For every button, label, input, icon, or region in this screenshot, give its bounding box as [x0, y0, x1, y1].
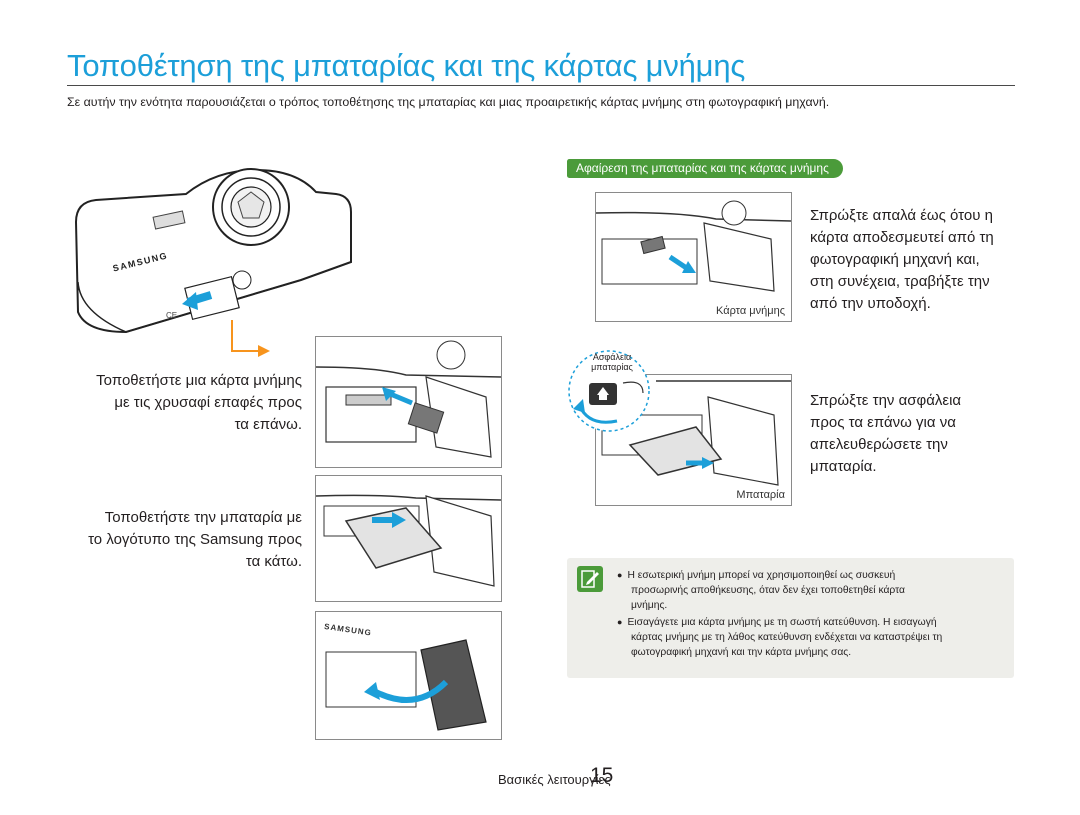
card-text-line5: από την υποδοχή. [810, 295, 931, 312]
note-pencil-icon [577, 566, 603, 592]
step-insert-card: Τοποθετήστε μια κάρτα μνήμης με τις χρυσ… [40, 370, 302, 436]
card-text-line3: φωτογραφική μηχανή και, [810, 251, 980, 268]
removal-heading: Αφαίρεση της μπαταρίας και της κάρτας μν… [567, 159, 843, 178]
intro-paragraph: Σε αυτήν την ενότητα παρουσιάζεται ο τρό… [67, 95, 830, 109]
orange-arrow-icon [231, 320, 270, 357]
title-divider [67, 85, 1015, 86]
figure-close-cover: SAMSUNG [315, 611, 502, 740]
card-text-line1: Σπρώξτε απαλά έως ότου η [810, 207, 993, 224]
svg-text:CE: CE [166, 311, 177, 320]
note-list: ●Η εσωτερική μνήμη μπορεί να χρησιμοποιη… [617, 568, 1012, 660]
step1-line1: Τοποθετήστε μια κάρτα μνήμης [96, 372, 302, 389]
figure-insert-card [315, 336, 502, 468]
step2-line2: το λογότυπο της Samsung προς [88, 531, 302, 548]
battery-lock-zoom [568, 350, 650, 432]
note2-line3: φωτογραφική μηχανή και την κάρτα μνήμης … [631, 647, 852, 658]
note2-line1: Εισαγάγετε μια κάρτα μνήμης με τη σωστή … [627, 617, 937, 628]
battery-text-line3: απελευθερώσετε την [810, 436, 948, 453]
note-item-2: ●Εισαγάγετε μια κάρτα μνήμης με τη σωστή… [617, 615, 1012, 660]
page-number: 15 [590, 764, 614, 787]
battery-text-line1: Σπρώξτε την ασφάλεια [810, 392, 962, 409]
step2-line1: Τοποθετήστε την μπαταρία με [104, 509, 302, 526]
note-box [567, 558, 1014, 678]
camera-bottom-illustration: SAMSUNG CE [74, 168, 352, 334]
step-remove-card: Σπρώξτε απαλά έως ότου η κάρτα αποδεσμευ… [810, 205, 1020, 315]
card-text-line4: στη συνέχεια, τραβήξτε την [810, 273, 990, 290]
footer-section-label: Βασικές λειτουργίες [498, 772, 611, 787]
lock-label: Ασφάλεια μπαταρίας [590, 352, 634, 372]
svg-text:SAMSUNG: SAMSUNG [324, 622, 373, 638]
card-text-line2: κάρτα αποδεσμευτεί από τη [810, 229, 994, 246]
note2-line2: κάρτας μνήμης με τη λάθος κατεύθυνση ενδ… [631, 632, 943, 643]
figure-remove-card: Κάρτα μνήμης [595, 192, 792, 322]
page-title: Τοποθέτηση της μπαταρίας και της κάρτας … [67, 48, 746, 83]
step-insert-battery: Τοποθετήστε την μπαταρία με το λογότυπο … [40, 507, 302, 573]
note1-line1: Η εσωτερική μνήμη μπορεί να χρησιμοποιηθ… [627, 570, 896, 581]
note1-line2: προσωρινής αποθήκευσης, όταν δεν έχει το… [631, 585, 906, 596]
note1-line3: μνήμης. [631, 600, 668, 611]
lock-label-line2: μπαταρίας [591, 362, 633, 372]
step-remove-battery: Σπρώξτε την ασφάλεια προς τα επάνω για ν… [810, 390, 1020, 478]
card-caption: Κάρτα μνήμης [716, 305, 785, 317]
figure-insert-battery [315, 475, 502, 602]
step1-line2: με τις χρυσαφί επαφές προς [114, 394, 302, 411]
step2-line3: τα κάτω. [245, 553, 302, 570]
lock-label-line1: Ασφάλεια [592, 352, 632, 362]
battery-caption: Μπαταρία [736, 489, 785, 501]
note-item-1: ●Η εσωτερική μνήμη μπορεί να χρησιμοποιη… [617, 568, 1012, 613]
battery-text-line4: μπαταρία. [810, 458, 877, 475]
battery-text-line2: προς τα επάνω για να [810, 414, 956, 431]
step1-line3: τα επάνω. [234, 416, 302, 433]
